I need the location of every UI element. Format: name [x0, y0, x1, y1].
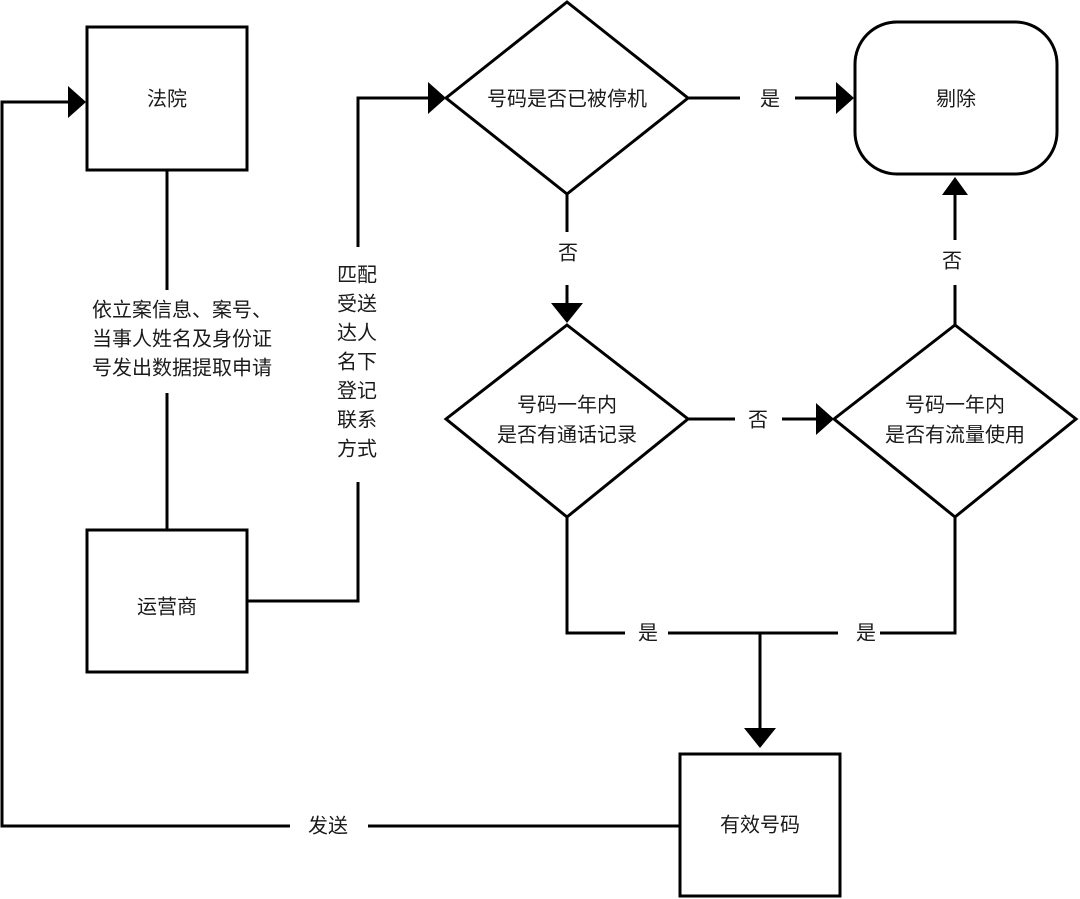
node-valid-number[interactable]: 有效号码 [678, 752, 842, 898]
arrow-head-to-court [68, 86, 86, 118]
edge-valid-send-b [0, 100, 290, 828]
node-valid-label: 有效号码 [720, 813, 800, 837]
node-stopped-label: 号码是否已被停机 [487, 87, 647, 111]
edge-label-court-operator: 依立案信息、案号、 当事人姓名及身份证 号发出数据提取申请 [92, 298, 272, 380]
node-court[interactable]: 法院 [85, 25, 249, 172]
edge-label-match-line-6: 联系 [337, 408, 377, 432]
node-operator-label: 运营商 [137, 595, 197, 619]
edge-label-match-line-2: 受送 [337, 292, 377, 316]
edge-label-send: 发送 [308, 814, 348, 838]
node-data-usage-line-2: 是否有流量使用 [885, 423, 1025, 447]
arrow-head-to-remove-up [942, 177, 968, 195]
node-remove-label: 剔除 [936, 87, 976, 111]
edge-call-yes-a [565, 517, 625, 635]
edge-label-call-no: 否 [748, 408, 768, 432]
node-call-records-line-1: 号码一年内 [517, 393, 617, 417]
edge-label-match-line-5: 登记 [337, 379, 377, 403]
edge-label-data-yes: 是 [856, 621, 876, 645]
edge-label-match-line-7: 方式 [337, 437, 377, 461]
arrow-head-to-data [816, 403, 834, 435]
edge-label-call-yes: 是 [638, 621, 658, 645]
arrow-head-to-call [551, 303, 583, 323]
edge-operator-stopped-bottom [248, 482, 360, 603]
edge-label-court-operator-line-1: 依立案信息、案号、 [92, 298, 272, 322]
edge-data-yes [880, 517, 957, 635]
edge-label-operator-stopped: 匹配 受送 达人 名下 登记 联系 方式 [337, 263, 377, 461]
node-call-records-line-2: 是否有通话记录 [497, 423, 637, 447]
node-operator[interactable]: 运营商 [85, 528, 249, 674]
arrow-head-to-stopped [428, 82, 446, 114]
edge-label-stopped-yes: 是 [760, 87, 780, 111]
edge-label-match-line-1: 匹配 [337, 263, 377, 287]
edge-label-data-no: 否 [942, 249, 962, 273]
node-call-records-decision[interactable]: 号码一年内 是否有通话记录 [443, 323, 691, 519]
arrow-head-to-valid [744, 728, 776, 748]
node-court-label: 法院 [147, 87, 187, 111]
edge-label-match-line-3: 达人 [337, 321, 377, 345]
edge-label-match-line-4: 名下 [337, 350, 377, 374]
edge-label-stopped-no: 否 [558, 241, 578, 265]
edge-label-court-operator-line-3: 号发出数据提取申请 [92, 356, 272, 380]
edge-label-court-operator-line-2: 当事人姓名及身份证 [92, 327, 272, 351]
edge-operator-stopped-top [356, 96, 430, 247]
node-stopped-decision[interactable]: 号码是否已被停机 [443, 0, 691, 196]
arrow-head-to-remove [836, 82, 854, 114]
node-data-usage-decision[interactable]: 号码一年内 是否有流量使用 [831, 323, 1079, 519]
node-remove[interactable]: 剔除 [853, 20, 1059, 176]
node-data-usage-line-1: 号码一年内 [905, 393, 1005, 417]
